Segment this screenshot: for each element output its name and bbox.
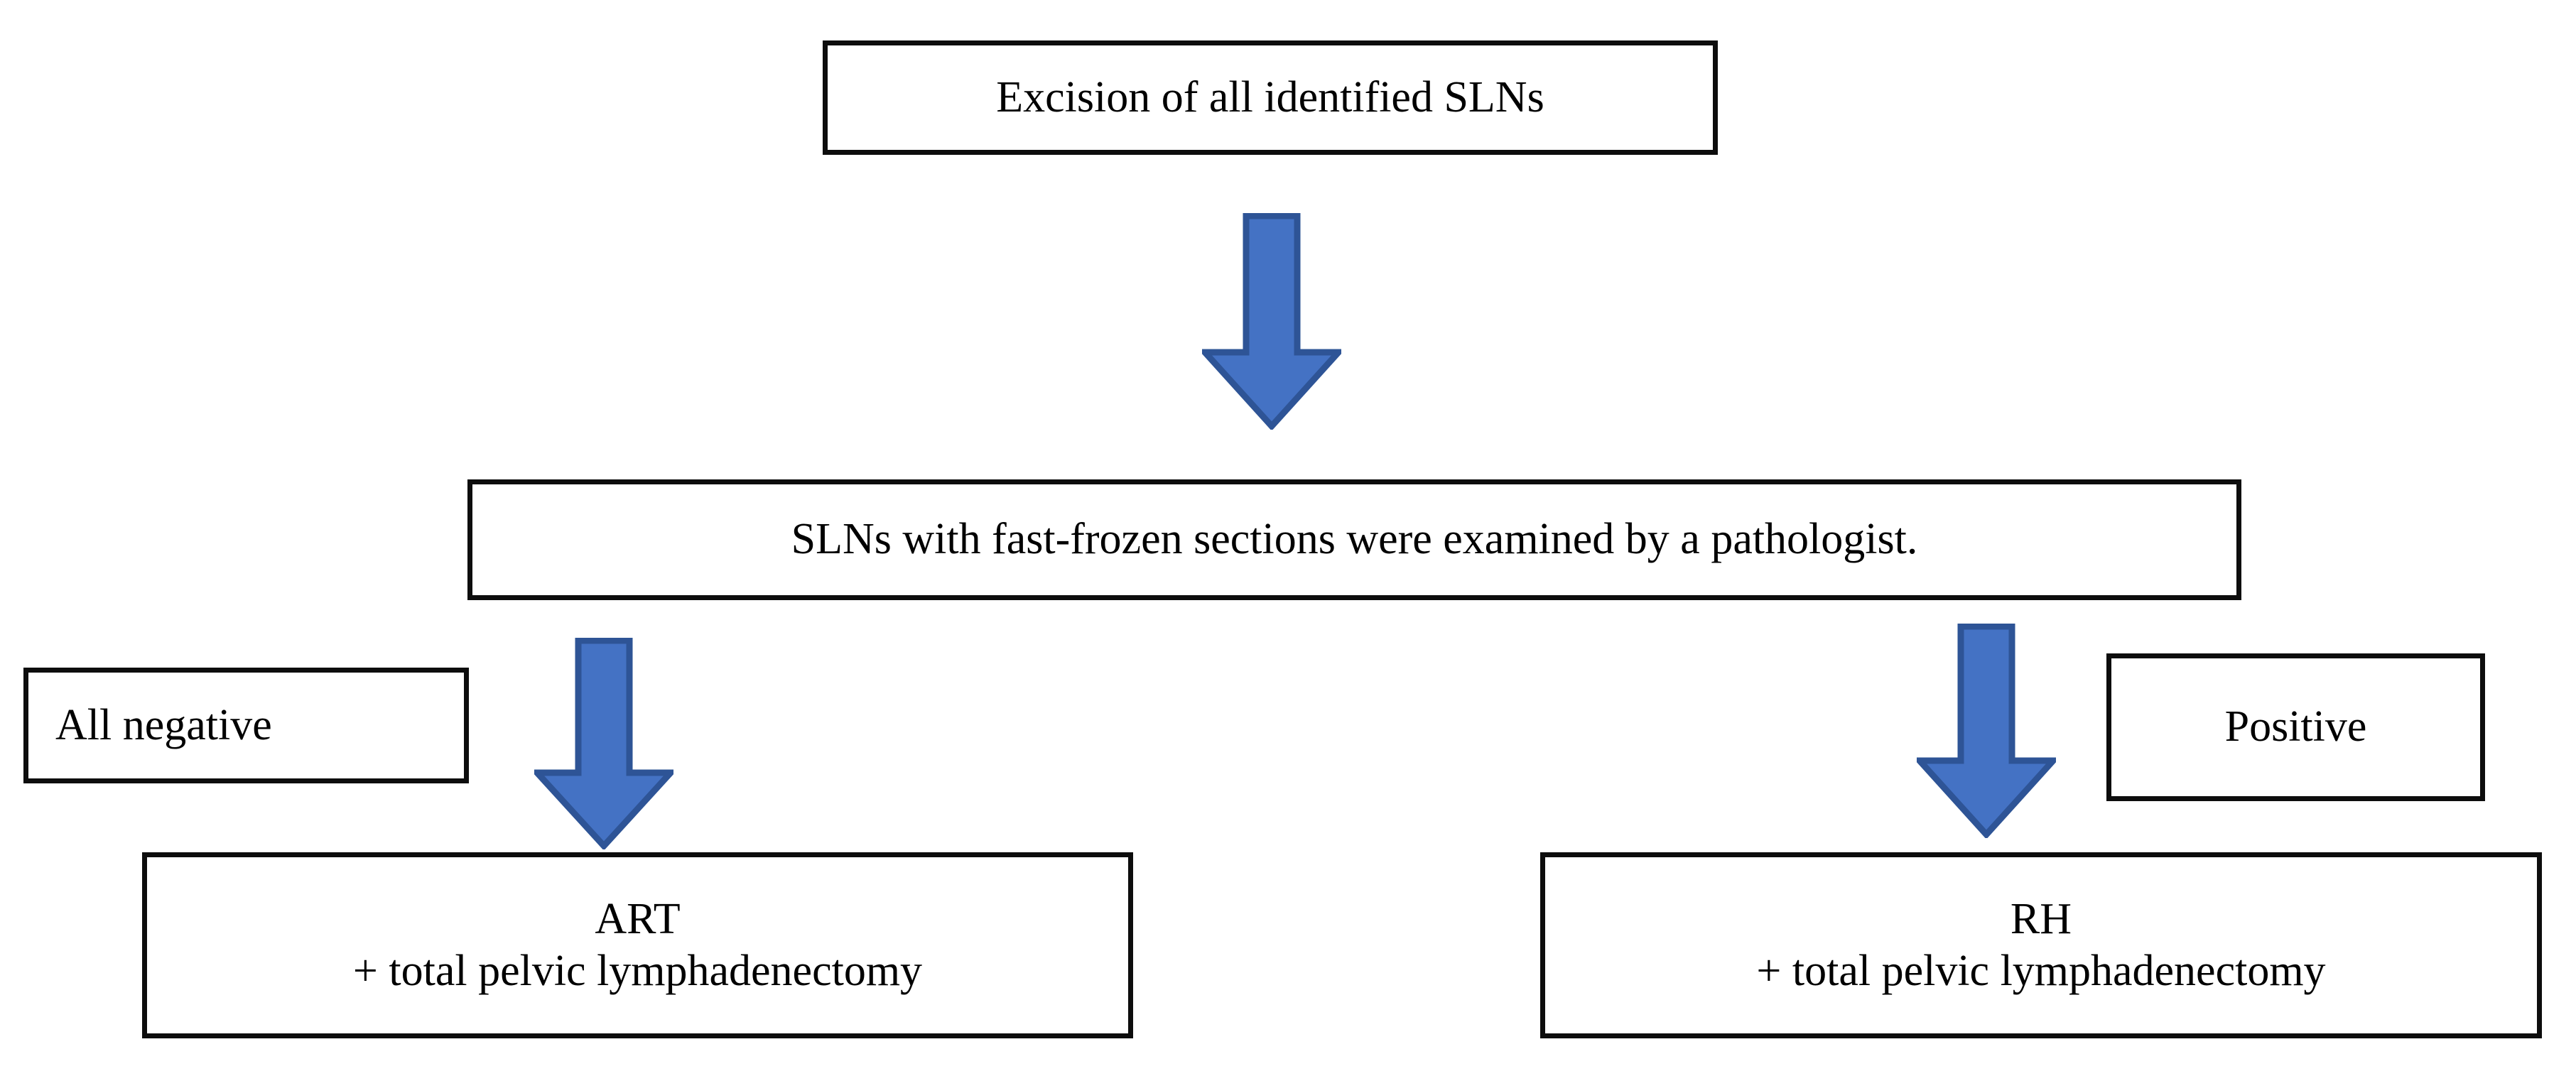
node-rh-line-1: RH [2010, 894, 2072, 943]
node-art-line-1: ART [595, 894, 681, 943]
node-excision-label: Excision of all identified SLNs [996, 72, 1544, 121]
down-block-arrow-icon-excision-to-frozen [1202, 213, 1341, 430]
node-art-treatment: ART + total pelvic lymphadenectomy [142, 852, 1133, 1038]
node-art-line-2: + total pelvic lymphadenectomy [352, 947, 923, 995]
node-frozen-section-label: SLNs with fast-frozen sections were exam… [791, 515, 1918, 564]
branch-label-all-negative-text: All negative [55, 700, 272, 749]
branch-label-positive: Positive [2106, 653, 2485, 801]
down-block-arrow-icon-frozen-to-art [534, 638, 673, 849]
down-block-arrow-icon-frozen-to-rh [1917, 624, 2056, 838]
branch-label-positive-text: Positive [2224, 702, 2367, 751]
node-rh-line-2: + total pelvic lymphadenectomy [1756, 947, 2326, 995]
node-rh-treatment: RH + total pelvic lymphadenectomy [1540, 852, 2542, 1038]
node-frozen-section-examination: SLNs with fast-frozen sections were exam… [467, 479, 2241, 600]
node-excision-of-slns: Excision of all identified SLNs [823, 40, 1718, 155]
branch-label-all-negative: All negative [23, 668, 469, 783]
